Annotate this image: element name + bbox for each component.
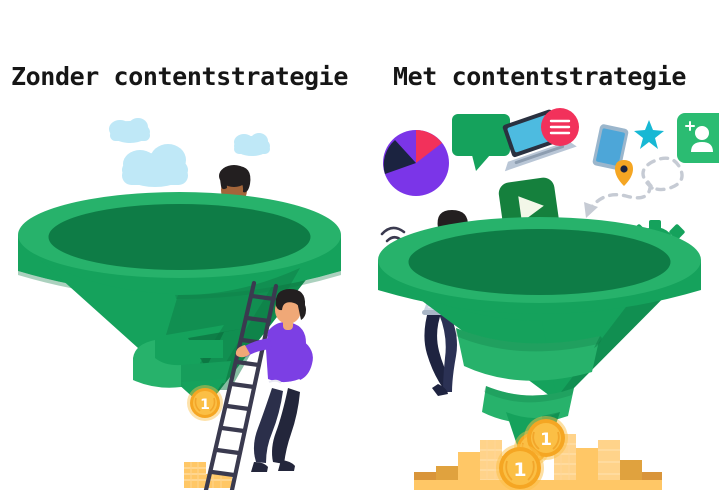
illustration-funnel-without-strategy: 1 [0, 100, 359, 490]
coin-icon: 1 [187, 385, 223, 421]
illustration-funnel-with-strategy: 1 [360, 100, 719, 490]
cloud-icon [122, 144, 188, 187]
cloud-icon [109, 118, 150, 143]
panel-met-contentstrategie: Met contentstrategie [360, 0, 719, 490]
coin-icon: 1 [524, 416, 568, 460]
coin-pile-large: 1 1 [414, 416, 662, 490]
page-title-left: Zonder contentstrategie [11, 62, 348, 91]
star-icon [634, 120, 664, 149]
coin-value-pile-lower: 1 [513, 459, 526, 481]
funnel-shape-with-strategy [378, 217, 701, 448]
add-user-card-icon [677, 113, 719, 163]
cloud-icon-group [109, 118, 270, 187]
location-pin-icon [615, 160, 633, 186]
pie-chart-icon [383, 130, 449, 196]
person-climbing-figure [235, 289, 313, 472]
menu-circle-icon [541, 108, 579, 146]
coin-icon: 1 [496, 444, 544, 490]
cloud-icon [234, 133, 270, 156]
arrow-head-icon [584, 202, 598, 218]
coin-value-pile-upper: 1 [540, 430, 552, 450]
funnel-shape-without-strategy [18, 192, 341, 400]
dashed-path-icon [586, 156, 684, 214]
panel-zonder-contentstrategie: Zonder contentstrategie [0, 0, 359, 490]
ladder-icon [203, 280, 279, 490]
page-title-right: Met contentstrategie [392, 62, 687, 91]
tablet-icon [592, 124, 629, 170]
coin-value-left: 1 [200, 397, 210, 413]
speech-bubble-icon [452, 114, 510, 171]
